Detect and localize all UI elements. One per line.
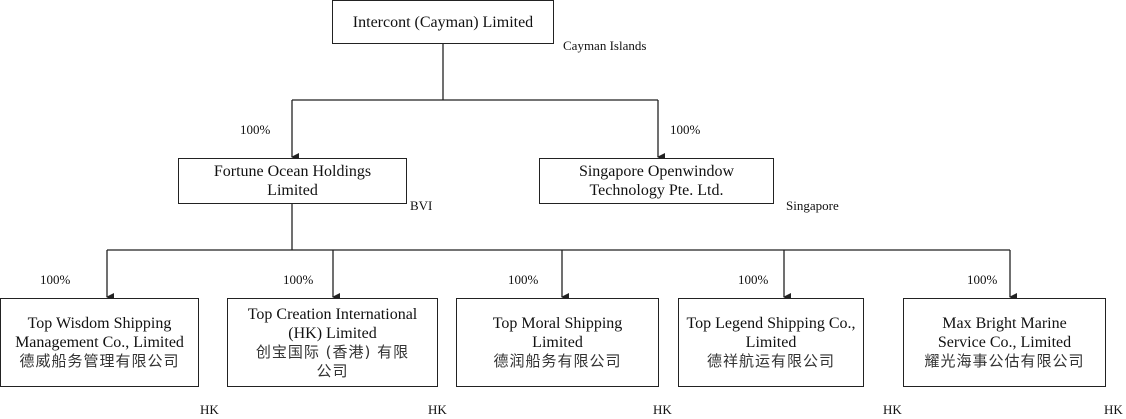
entity-name: Singapore Openwindow: [578, 163, 735, 180]
entity-name: Top Legend Shipping Co.,: [686, 315, 856, 332]
ownership-label: 100%: [283, 272, 314, 287]
ownership-label: 100%: [967, 272, 998, 287]
entity-name: (HK) Limited: [288, 324, 377, 342]
entity-chinese-name: 耀光海事公估有限公司: [924, 352, 1085, 370]
entity-name: Intercont (Cayman) Limited: [352, 13, 534, 31]
entity-name: Limited: [532, 334, 583, 351]
jurisdiction-label: Singapore: [786, 198, 839, 213]
entity-name: Fortune Ocean Holdings: [213, 163, 372, 180]
entity-box-intercont: Intercont (Cayman) Limited: [332, 0, 554, 44]
jurisdiction-label: HK: [883, 402, 902, 417]
entity-name: Top Creation International: [247, 305, 418, 323]
entity-name: Service Co., Limited: [937, 334, 1072, 351]
entity-name: Max Bright Marine: [942, 315, 1067, 332]
ownership-label: 100%: [670, 122, 701, 137]
ownership-label: 100%: [40, 272, 71, 287]
entity-name: Top Moral Shipping: [492, 315, 623, 332]
entity-chinese-name: 德威船务管理有限公司: [19, 352, 180, 370]
entity-chinese-name: 公司: [316, 361, 349, 380]
entity-chinese-name: 创宝国际 (香港) 有限: [255, 342, 410, 361]
jurisdiction-label: HK: [653, 402, 672, 417]
ownership-label: 100%: [240, 122, 271, 137]
entity-box-singapore-openwindow: Singapore Openwindow Technology Pte. Ltd…: [539, 158, 774, 204]
entity-chinese-name: 德祥航运有限公司: [706, 352, 835, 370]
entity-name: Limited: [267, 182, 318, 199]
entity-name: Top Wisdom Shipping: [27, 315, 172, 332]
jurisdiction-label: HK: [1104, 402, 1123, 417]
ownership-label: 100%: [738, 272, 769, 287]
jurisdiction-label: HK: [200, 402, 219, 417]
jurisdiction-label: HK: [428, 402, 447, 417]
entity-name: Limited: [745, 334, 797, 351]
entity-name: Technology Pte. Ltd.: [589, 182, 724, 199]
entity-name: Management Co., Limited: [15, 334, 184, 351]
jurisdiction-label: BVI: [410, 198, 433, 213]
ownership-label: 100%: [508, 272, 539, 287]
entity-chinese-name: 德润船务有限公司: [493, 352, 622, 370]
entity-box-fortune-ocean: Fortune Ocean Holdings Limited: [178, 158, 407, 204]
jurisdiction-label: Cayman Islands: [563, 38, 647, 53]
